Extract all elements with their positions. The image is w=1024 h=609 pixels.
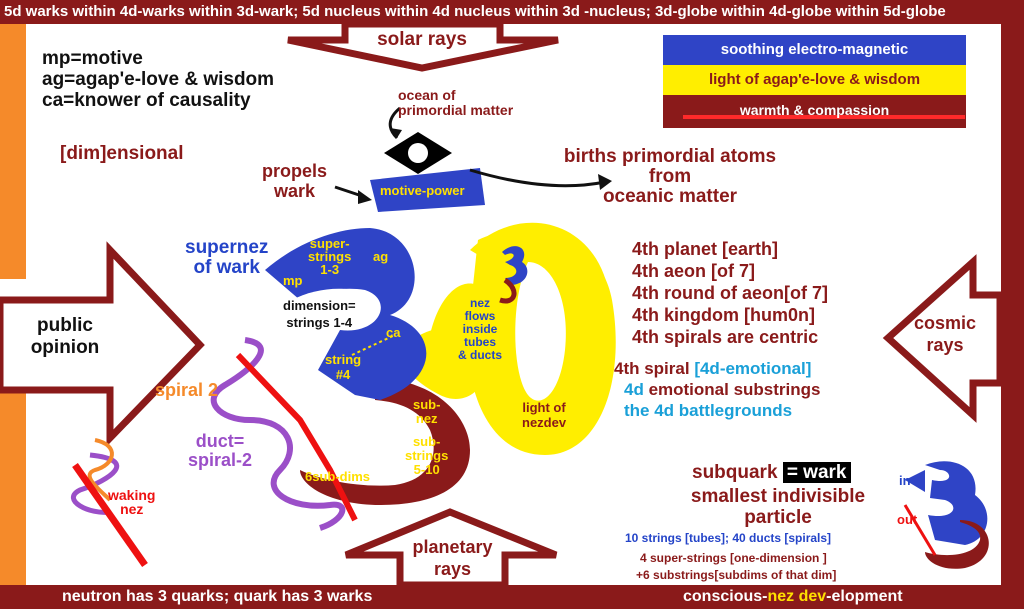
fourth-item: 4th spirals are centric	[632, 327, 819, 347]
births-pointer	[469, 168, 606, 188]
ocean-pointer-head	[390, 128, 402, 138]
fourth-item: 4th planet [earth]	[632, 239, 779, 259]
left-orange-strip-bottom	[0, 370, 26, 585]
ca-label: ca	[386, 325, 401, 340]
dimension-label: dimension=strings 1-4	[283, 298, 356, 330]
dotted-line	[351, 334, 396, 356]
mini-blue-pointer	[905, 470, 925, 492]
footer-right-text: conscious-nez dev-elopment	[683, 588, 903, 605]
duct-label: duct=spiral-2	[188, 431, 253, 470]
orange-left-spiral	[87, 438, 114, 502]
motive-power-label: motive-power	[380, 183, 465, 198]
blue-top-arm	[370, 168, 485, 212]
legend-yellow-box	[663, 65, 966, 95]
key-dimensional: [dim]ensional	[60, 143, 184, 164]
mini-out-label: out	[897, 512, 918, 527]
mini-maroon-shape	[925, 520, 989, 569]
mp-label: mp	[283, 273, 303, 288]
births-pointer-head	[598, 174, 612, 190]
purple-duct-spiral	[210, 337, 346, 531]
top-arrow-label: solar rays	[377, 29, 467, 50]
legend-blue-box	[663, 35, 966, 65]
white-circle	[408, 143, 428, 163]
yellow-hole	[515, 262, 566, 401]
small-red-tail	[499, 277, 517, 304]
legend-yellow-text: light of agap'e-love & wisdom	[708, 71, 921, 88]
legend-red-text: warmth & compassion	[739, 102, 890, 118]
key-ca: ca=knower of causality	[42, 90, 251, 111]
top-arrow	[287, 20, 559, 72]
purple-left-spiral	[70, 452, 120, 515]
footer-left-text: neutron has 3 quarks; quark has 3 warks	[62, 588, 373, 605]
legend-red-box	[663, 95, 966, 128]
red-spiral-line	[235, 352, 358, 522]
blue-hole	[292, 288, 378, 313]
string4-label: string#4	[325, 352, 362, 382]
small-three-icon	[502, 246, 528, 285]
subquark-title: subquark = wark	[692, 462, 851, 483]
subquark-substrings: +6 substrings[subdims of that dim]	[636, 568, 837, 582]
blue-three-shape	[265, 228, 427, 400]
fourth-item: 4th aeon [of 7]	[632, 261, 756, 281]
maroon-tail	[300, 378, 470, 505]
subnez-label: sub-nez	[413, 397, 441, 426]
spiral2-label: spiral 2	[155, 380, 219, 400]
legend-blue-text: soothing electro-magnetic	[720, 41, 909, 58]
right-red-strip	[1001, 24, 1024, 585]
mini-in-label: in	[899, 473, 911, 488]
spiral-block: 4th spiral [4d-emotional] 4d emotional s…	[614, 359, 821, 420]
right-arrow	[882, 254, 1004, 423]
left-arrow	[0, 241, 205, 447]
fourth-list: 4th planet [earth] 4th aeon [of 7] 4th r…	[632, 238, 828, 348]
ag-label: ag	[373, 249, 389, 264]
subquark-strings: 10 strings [tubes]; 40 ducts [spirals]	[625, 531, 832, 545]
mini-blue-shape	[925, 461, 988, 545]
header-title: 5d warks within 4d-warks within 3d-wark;…	[0, 0, 1024, 24]
propels-pointer-head	[358, 190, 372, 204]
subdims-label: 6sub-dims	[305, 469, 371, 484]
red-left-line	[72, 462, 148, 568]
ocean-pointer	[388, 106, 401, 140]
key-mp: mp=motive	[42, 48, 143, 69]
left-orange-strip-top	[0, 24, 26, 279]
footer-bar	[0, 585, 1024, 609]
subquark-superstrings: 4 super-strings [one-dimension ]	[640, 551, 827, 565]
key-ag: ag=agap'e-love & wisdom	[42, 69, 275, 90]
bottom-arrow	[344, 508, 558, 589]
mini-red-arrow	[903, 504, 937, 556]
fourth-item: 4th kingdom [hum0n]	[632, 305, 815, 325]
fourth-item: 4th round of aeon[of 7]	[632, 283, 828, 303]
